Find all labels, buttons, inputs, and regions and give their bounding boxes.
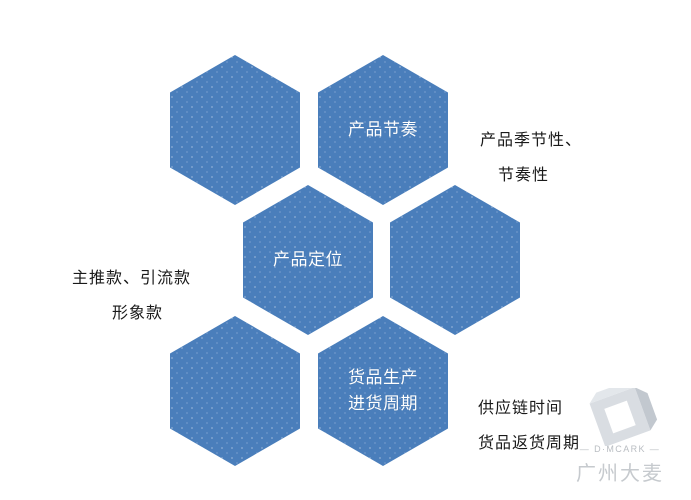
- hexagon-label: 产品定位: [273, 250, 343, 269]
- annotation-line-2: 节奏性: [498, 167, 550, 184]
- watermark-brand: 广州大麦: [576, 463, 664, 485]
- watermark: — D·MCARK — 广州大麦: [556, 376, 684, 492]
- hexagon-cell-top-left[interactable]: [170, 55, 300, 205]
- hexagon-cell-product-position[interactable]: 产品定位: [243, 185, 373, 335]
- hexagon-cell-goods-production[interactable]: 货品生产 进货周期: [318, 316, 448, 466]
- cube-logo-icon: [582, 376, 658, 447]
- hexagon-label: 产品节奏: [348, 120, 418, 139]
- annotation-line-1: 产品季节性、: [480, 132, 583, 149]
- hexagon-cell-product-rhythm[interactable]: 产品节奏: [318, 55, 448, 205]
- hexagon-label: 货品生产 进货周期: [348, 368, 418, 413]
- annotation-seasonality: 产品季节性、 节奏性: [480, 88, 640, 228]
- watermark-tagline: — D·MCARK —: [579, 444, 661, 454]
- annotation-supply-chain: 供应链时间 货品返货周期: [478, 356, 653, 496]
- annotation-line-2: 形象款: [112, 305, 164, 322]
- annotation-line-1: 供应链时间: [478, 400, 564, 417]
- annotation-style-types: 主推款、引流款 形象款: [72, 226, 247, 366]
- annotation-line-2: 货品返货周期: [478, 435, 581, 452]
- annotation-line-1: 主推款、引流款: [72, 270, 192, 287]
